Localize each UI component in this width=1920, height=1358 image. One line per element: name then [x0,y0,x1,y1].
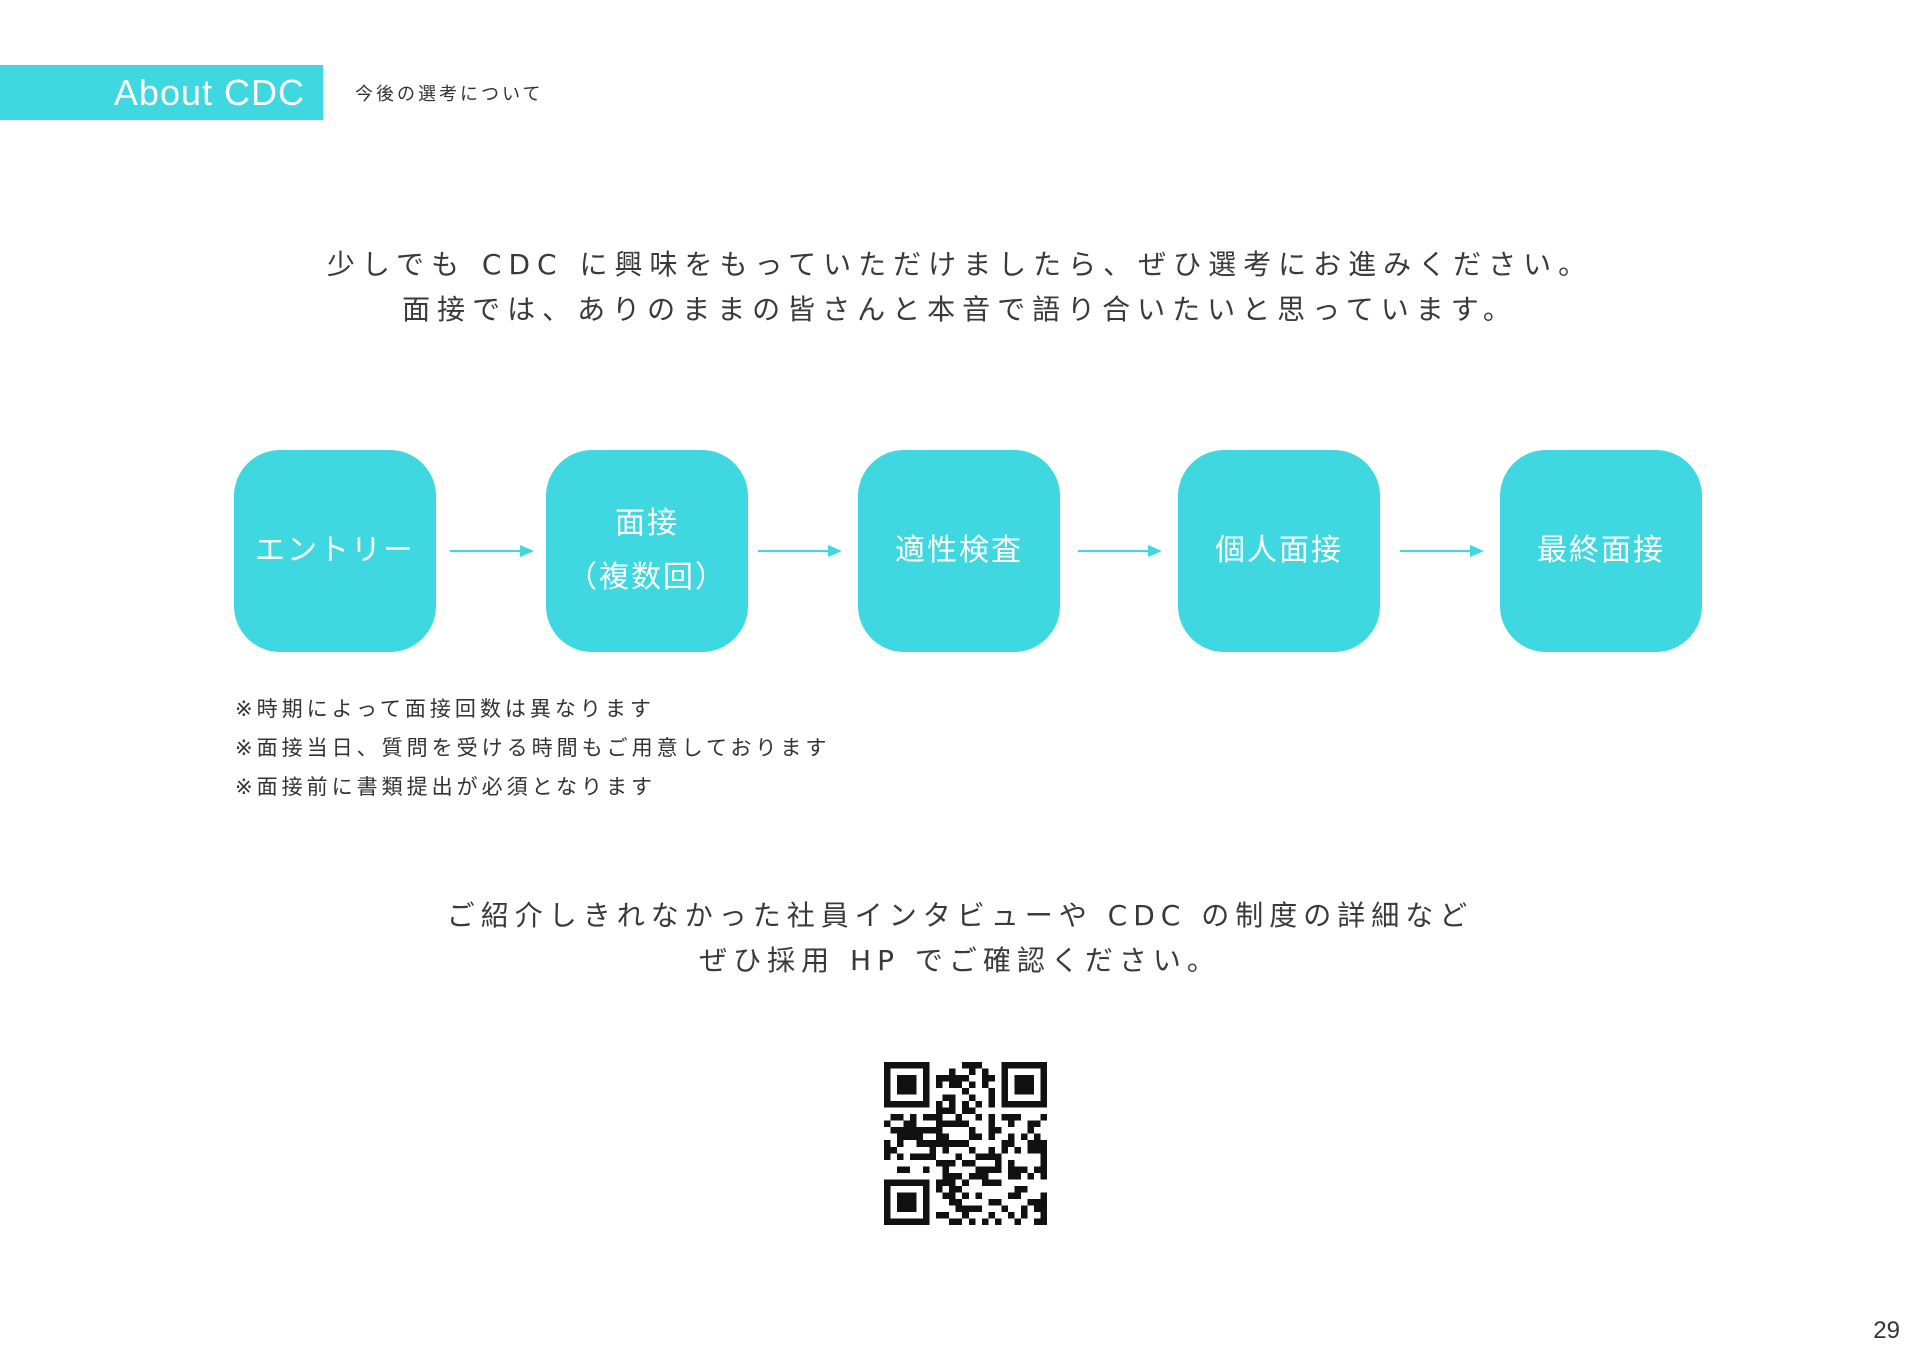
step-label: エントリー [255,533,415,568]
selection-flow: エントリー 面接 （複数回） 適性検査 個人面接 最終面接 [0,450,1920,652]
arrow-right-icon [450,545,534,557]
outro-line-1: ご紹介しきれなかった社員インタビューや CDC の制度の詳細など [446,899,1474,932]
step-label: 適性検査 [895,533,1023,568]
outro-line-2: ぜひ採用 HP でご確認ください。 [699,944,1221,977]
arrow-right-icon [1400,545,1484,557]
intro-text: 少しでも CDC に興味をもっていただけましたら、ぜひ選考にお進みください。 面… [0,242,1920,332]
step-entry: エントリー [234,450,436,652]
note-item: ※面接前に書類提出が必須となります [235,775,656,799]
arrow-right-icon [758,545,842,557]
intro-line-2: 面接では、ありのままの皆さんと本音で語り合いたいと思っています。 [402,293,1518,326]
arrow-right-icon [1078,545,1162,557]
step-final-interview: 最終面接 [1500,450,1702,652]
note-item: ※時期によって面接回数は異なります [235,697,655,721]
step-label-sub: （複数回） [567,560,727,595]
step-label: 面接 [615,506,679,541]
intro-line-1: 少しでも CDC に興味をもっていただけましたら、ぜひ選考にお進みください。 [326,248,1594,281]
step-aptitude-test: 適性検査 [858,450,1060,652]
step-label: 個人面接 [1215,533,1343,568]
section-tag: About CDC [0,65,323,120]
page-number: 29 [1873,1317,1900,1344]
page-subtitle: 今後の選考について [355,84,544,105]
qr-code-icon[interactable] [884,1062,1047,1225]
step-interview-multiple: 面接 （複数回） [546,450,748,652]
note-item: ※面接当日、質問を受ける時間もご用意しております [235,736,831,760]
step-individual-interview: 個人面接 [1178,450,1380,652]
step-label: 最終面接 [1537,533,1665,568]
outro-text: ご紹介しきれなかった社員インタビューや CDC の制度の詳細など ぜひ採用 HP… [0,893,1920,983]
notes-list: ※時期によって面接回数は異なります ※面接当日、質問を受ける時間もご用意しており… [235,690,830,807]
